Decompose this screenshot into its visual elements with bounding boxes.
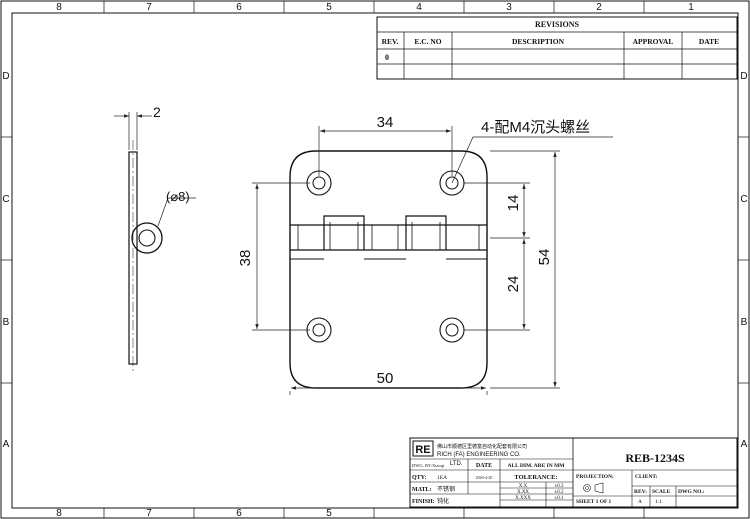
tolerance-row-3: X.XXX (515, 496, 531, 501)
screw-note: 4-配M4沉头螺丝 (481, 119, 590, 136)
hinge-side-view: 2 (⌀8) (114, 104, 196, 372)
rev-label: REV: (634, 489, 647, 495)
row-label: C (740, 194, 747, 205)
sheet-text: SHEET 1 OF 1 (576, 499, 612, 505)
third-angle-projection-icon (583, 482, 604, 494)
title-block: RE 佛山市顺德区里德富自动化配套有限公司 RICH (FA) ENGINEER… (409, 437, 738, 508)
approval-col-header: APPROVAL (633, 37, 674, 46)
units-note: ALL DIM. ARE IN MM (508, 463, 566, 469)
col-label: 6 (236, 508, 242, 519)
rev-col-header: REV. (382, 37, 399, 46)
revisions-title: REVISIONS (535, 20, 580, 29)
tolerance-row-1-value: ±0.3 (555, 484, 564, 489)
tolerance-row-2-value: ±0.2 (555, 490, 564, 495)
date-value: 2020-4-20 (476, 475, 493, 480)
col-label: 1 (688, 2, 694, 13)
client-label: CLIENT: (635, 474, 658, 480)
col-label: 7 (146, 508, 152, 519)
ec-col-header: E.C. NO (414, 37, 441, 46)
col-label: 8 (56, 508, 62, 519)
col-label: 3 (506, 2, 512, 13)
tolerance-label: TOLERANCE: (514, 474, 557, 481)
col-label: 5 (326, 2, 332, 13)
row-label: C (2, 194, 9, 205)
revisions-table: REVISIONS REV. E.C. NO DESCRIPTION APPRO… (376, 16, 738, 80)
qty-value: 1EA (437, 475, 447, 481)
rev-value: 0 (385, 53, 389, 62)
tolerance-row-1: X.X (519, 484, 528, 489)
part-number: REB-1234S (625, 451, 685, 465)
col-label: 4 (416, 2, 422, 13)
row-label: A (3, 439, 10, 450)
row-label: D (2, 71, 9, 82)
tolerance-row-2: X.XX (517, 490, 529, 495)
hinge-front-view: 34 4-配M4沉头螺丝 38 14 24 54 50 (237, 114, 613, 395)
company-name-en: RICH (FA) ENGINEERING CO. (437, 452, 521, 458)
row-label: D (740, 71, 747, 82)
width-dim: 50 (377, 370, 394, 387)
col-label: 2 (596, 2, 602, 13)
col-label: 7 (146, 2, 152, 13)
total-height-dim: 54 (536, 249, 553, 266)
row-label: A (741, 439, 748, 450)
thickness-dim: 2 (153, 104, 161, 120)
top-hole-dim: 14 (505, 195, 522, 212)
row-label: B (741, 317, 748, 328)
rev-value: A (638, 499, 642, 505)
material-label: MATL: (412, 487, 432, 493)
scale-label: SCALE (652, 489, 671, 495)
company-logo: RE (415, 444, 430, 456)
scale-value: 1:1 (655, 499, 662, 505)
pin-diameter-dim: (⌀8) (166, 189, 190, 204)
company-ltd: LTD. (450, 461, 463, 467)
finish-label: FINISH: (412, 499, 435, 505)
col-label: 8 (56, 2, 62, 13)
hole-height-dim: 38 (237, 250, 254, 267)
projection-label: PROJECTION: (576, 474, 614, 480)
drawn-by-value: Xiaoqi (432, 463, 445, 468)
row-labels: D C B A D C B A (2, 71, 747, 450)
column-labels: 8 7 6 5 4 3 2 1 8 7 6 5 (56, 2, 694, 519)
dwg-no-label: DWG NO.: (678, 489, 705, 495)
hole-spacing-dim: 34 (377, 114, 394, 131)
company-name-cn: 佛山市顺德区里德富自动化配套有限公司 (437, 443, 527, 450)
finish-value: 钝化 (437, 497, 449, 505)
row-label: B (3, 317, 10, 328)
bottom-hole-dim: 24 (505, 276, 522, 293)
drawn-by-label: DWG. BY: (412, 463, 432, 468)
qty-label: QTY: (412, 475, 426, 481)
date-col-header: DATE (699, 37, 719, 46)
material-value: 不锈钢 (437, 485, 455, 493)
tolerance-row-3-value: ±0.1 (555, 496, 564, 501)
date-label: DATE (476, 463, 492, 469)
col-label: 6 (236, 2, 242, 13)
col-label: 5 (326, 508, 332, 519)
description-col-header: DESCRIPTION (512, 37, 565, 46)
